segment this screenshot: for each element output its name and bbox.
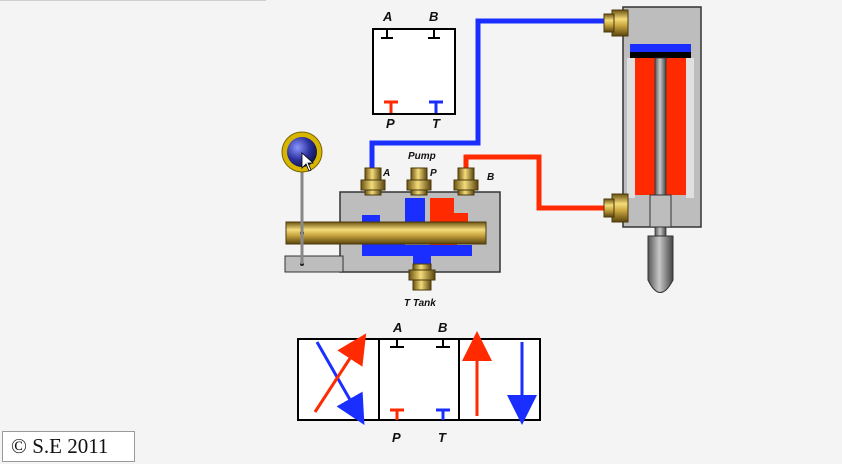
valve-port-a-label: A xyxy=(382,168,390,179)
top-divider-line xyxy=(0,0,266,1)
valve-tank-label: T Tank xyxy=(404,298,436,309)
symbol-bottom-port-t-label: T xyxy=(438,430,447,445)
symbol-bottom-port-b-label: B xyxy=(438,320,447,335)
valve-port-b-label: B xyxy=(487,172,494,183)
return-line-a-to-cylinder xyxy=(369,18,620,195)
symbol-top-port-p-label: P xyxy=(386,116,395,131)
symbol-top-port-b-label: B xyxy=(429,9,438,24)
copyright-badge: © S.E 2011 xyxy=(2,431,135,462)
valve-symbol-top xyxy=(372,28,456,115)
pressure-line-b-to-cylinder xyxy=(463,154,620,211)
valve-body xyxy=(281,131,501,291)
symbol-bottom-port-p-label: P xyxy=(392,430,401,445)
valve-pump-port-label: P xyxy=(430,168,437,179)
hydraulic-cylinder xyxy=(603,6,702,293)
symbol-top-port-t-label: T xyxy=(432,116,441,131)
symbol-top-port-a-label: A xyxy=(382,9,392,24)
valve-pump-label: Pump xyxy=(408,151,436,162)
symbol-bottom-port-a-label: A xyxy=(392,320,402,335)
valve-symbol-bottom xyxy=(297,331,541,426)
